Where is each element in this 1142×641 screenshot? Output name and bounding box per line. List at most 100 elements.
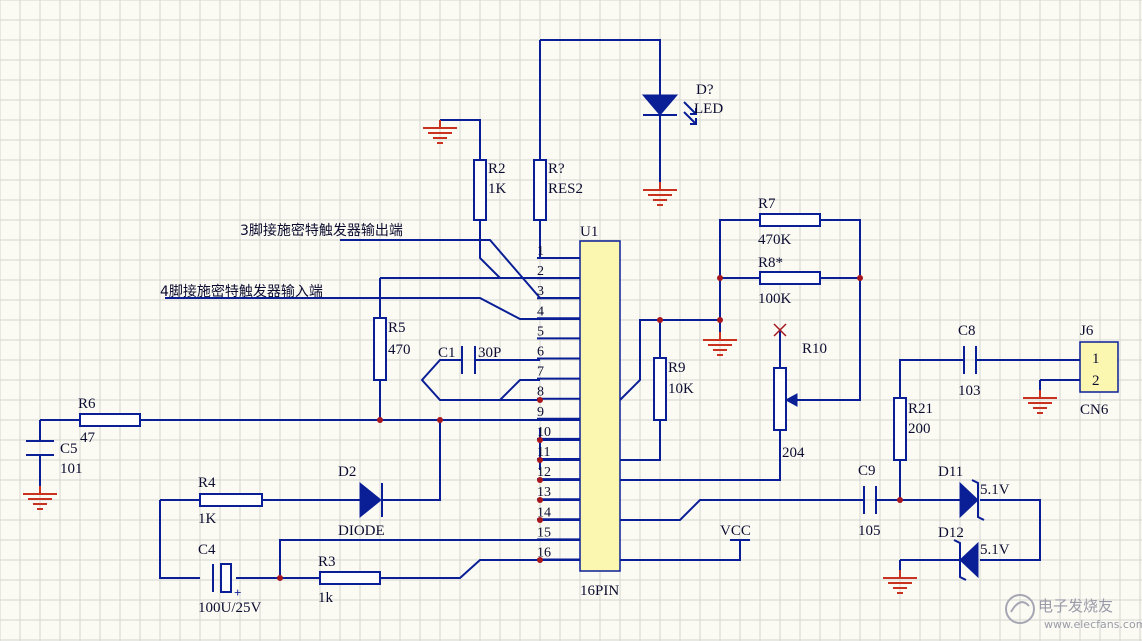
potentiometer-r10: R10 204 (773, 323, 827, 461)
c4-value: 100U/25V (198, 600, 262, 616)
j6-value: CN6 (1080, 402, 1109, 418)
junction-dot (537, 517, 543, 523)
d12-value: 5.1V (980, 542, 1010, 558)
svg-text:+: + (234, 585, 241, 600)
junction-dot (717, 317, 723, 323)
junction-dot (437, 417, 443, 423)
j6-pin-1: 1 (1092, 351, 1100, 367)
j6-pin-2: 2 (1092, 373, 1100, 389)
led-d: D? LED (641, 82, 723, 125)
junction-dot (537, 497, 543, 503)
ic-u1-pin-10: 10 (537, 425, 551, 440)
r9-value: 10K (668, 381, 694, 397)
ic-u1-pin-leads (537, 257, 580, 561)
watermark: 电子发烧友 www.elecfans.com (1005, 594, 1142, 631)
j6-body (1079, 341, 1119, 393)
ic-u1-pin-7: 7 (537, 365, 544, 380)
led-ref: D? (696, 82, 714, 98)
ic-u1-pin-15: 15 (537, 525, 551, 540)
r10-no-connect-mark (773, 323, 787, 337)
ground-icon (23, 486, 57, 510)
ground-icon (703, 332, 737, 356)
d11-value: 5.1V (980, 482, 1010, 498)
r-res-value: RES2 (548, 181, 583, 197)
connector-j6: 1 2 J6 CN6 (1079, 323, 1119, 418)
d2-value: DIODE (338, 523, 385, 539)
ic-u1-pin-1: 1 (537, 244, 544, 259)
ic-u1-pin-13: 13 (537, 485, 551, 500)
junction-dot (537, 397, 543, 403)
resistors: R? RES2 R2 1K R7 470K R8* 100K R5 470 R9… (78, 159, 933, 606)
resistor-r21 (893, 397, 907, 461)
ground-icon (1023, 390, 1057, 414)
diodes: D2 DIODE D11 5.1V D12 5.1V (338, 464, 1010, 581)
resistor-r9 (653, 357, 667, 421)
zener-d12 (959, 541, 979, 579)
c9-ref: C9 (858, 463, 876, 479)
note-pin3: 3脚接施密特触发器输出端 (240, 222, 403, 239)
ic-u1-pin-16: 16 (537, 546, 551, 561)
watermark-url: www.elecfans.com (1044, 618, 1142, 631)
ic-u1-body (579, 240, 621, 572)
junction-dot (657, 317, 663, 323)
vcc-supply: VCC (720, 523, 751, 541)
r7-value: 470K (758, 232, 792, 248)
ic-u1-pin-2: 2 (537, 264, 544, 279)
r5-value: 470 (388, 342, 411, 358)
r6-ref: R6 (78, 396, 96, 412)
zener-d11 (959, 481, 979, 519)
r4-value: 1K (198, 511, 217, 527)
led-symbol (641, 94, 679, 116)
r9-ref: R9 (668, 360, 686, 376)
c1-value: 30P (478, 345, 501, 361)
d12-ref: D12 (938, 525, 964, 541)
r2-ref: R2 (488, 161, 506, 177)
watermark-text: 电子发烧友 (1038, 597, 1113, 615)
r10-value: 204 (782, 445, 805, 461)
ic-u1-pin-5: 5 (537, 324, 544, 339)
r10-wiper-arrow (784, 393, 798, 407)
r21-value: 200 (908, 421, 931, 437)
ic-u1-package: 16PIN (580, 583, 619, 599)
r6-value: 47 (80, 430, 96, 446)
ic-u1-pin-4: 4 (537, 304, 544, 319)
junction-dot (537, 457, 543, 463)
r-res-ref: R? (548, 161, 565, 177)
resistor-r6 (79, 413, 141, 427)
ic-u1-pin-9: 9 (537, 405, 544, 420)
junction-dot (897, 497, 903, 503)
ground-icon (883, 570, 917, 594)
ic-u1-pin-11: 11 (537, 445, 550, 460)
resistor-r-res (533, 159, 547, 221)
c1-ref: C1 (438, 345, 456, 361)
r3-ref: R3 (318, 554, 336, 570)
note-pin4: 4脚接施密特触发器输入端 (160, 283, 323, 300)
ic-u1-pin-8: 8 (537, 385, 544, 400)
led-value: LED (694, 101, 723, 117)
ic-u1-pin-6: 6 (537, 345, 544, 360)
resistor-r5 (373, 317, 387, 381)
r8-ref: R8* (758, 255, 783, 271)
resistor-r8 (759, 271, 821, 285)
junction-dot (717, 275, 723, 281)
r2-value: 1K (488, 181, 507, 197)
ground-icon (423, 120, 457, 144)
ground-symbols (23, 120, 1057, 594)
diode-d2 (359, 481, 382, 519)
ic-u1-pin-3: 3 (537, 284, 544, 299)
c4-ref: C4 (198, 542, 216, 558)
junction-dots (277, 275, 903, 581)
r3-value: 1k (318, 590, 334, 606)
resistor-r7 (759, 213, 821, 227)
resistor-r4 (199, 493, 263, 507)
resistor-r2 (473, 159, 487, 221)
d11-ref: D11 (938, 464, 963, 480)
r10-body (773, 367, 787, 431)
ic-u1-ref: U1 (580, 224, 598, 240)
r5-ref: R5 (388, 320, 406, 336)
r21-ref: R21 (908, 401, 933, 417)
c5-ref: C5 (60, 441, 78, 457)
